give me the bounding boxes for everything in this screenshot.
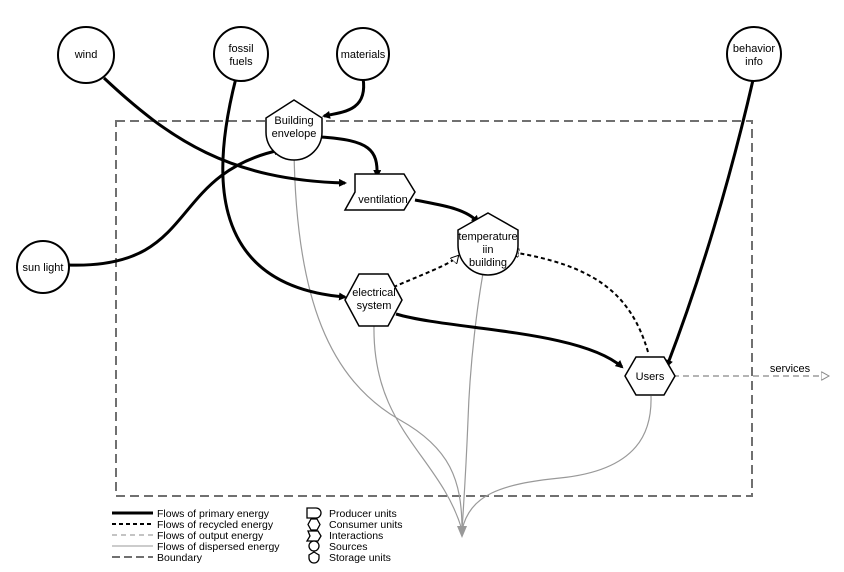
temperature-label-1: temperature bbox=[458, 231, 517, 243]
building-envelope-label-2: envelope bbox=[272, 128, 317, 140]
legend-interactions-label: Interactions bbox=[329, 530, 383, 542]
recycled-electrical-temperature bbox=[386, 256, 458, 291]
primary-flows bbox=[66, 76, 755, 369]
materials-label: materials bbox=[341, 49, 386, 61]
unit-users: Users bbox=[624, 356, 676, 396]
unit-electrical-system: electrical system bbox=[344, 273, 403, 327]
legend-producer-label: Producer units bbox=[329, 508, 397, 520]
wind-label: wind bbox=[74, 49, 98, 61]
electrical-system-label-1: electrical bbox=[352, 287, 395, 299]
electrical-system-label-2: system bbox=[357, 300, 392, 312]
building-envelope-label-1: Building bbox=[274, 115, 313, 127]
flow-ventilation-temperature bbox=[414, 198, 480, 224]
flow-wind-ventilation bbox=[102, 76, 347, 187]
legend-primary-label: Flows of primary energy bbox=[157, 508, 270, 520]
legend-units: Producer units Consumer units Interactio… bbox=[305, 507, 403, 564]
users-label: Users bbox=[636, 371, 665, 383]
legend-flows: Flows of primary energy Flows of recycle… bbox=[112, 508, 280, 564]
unit-ventilation: ventilation bbox=[343, 173, 416, 211]
source-behavior-info: behavior info bbox=[726, 26, 782, 82]
system-boundary bbox=[115, 120, 753, 497]
legend-consumer-label: Consumer units bbox=[329, 519, 403, 531]
legend-dispersed-label: Flows of dispersed energy bbox=[157, 541, 280, 553]
flow-envelope-ventilation bbox=[319, 135, 382, 178]
flow-materials-envelope bbox=[322, 77, 366, 119]
services-label: services bbox=[770, 363, 811, 375]
recycled-flows bbox=[386, 252, 649, 353]
behavior-info-label-1: behavior bbox=[733, 43, 776, 55]
consumer-unit-icon bbox=[307, 518, 321, 531]
legend-storage-label: Storage units bbox=[329, 552, 391, 564]
flow-sunlight-envelope bbox=[66, 147, 282, 267]
flow-electrical-users bbox=[395, 312, 624, 369]
storage-unit-icon bbox=[308, 551, 320, 564]
dispersed-flow-electrical bbox=[373, 324, 463, 531]
sun-light-label: sun light bbox=[23, 262, 64, 274]
source-materials: materials bbox=[336, 27, 390, 81]
unit-building-envelope: Building envelope bbox=[265, 99, 323, 161]
source-icon bbox=[308, 540, 320, 552]
flow-behavior-users bbox=[665, 79, 755, 368]
legend-boundary-label: Boundary bbox=[157, 552, 203, 564]
dispersed-flows bbox=[293, 149, 652, 531]
dispersed-flow-envelope bbox=[293, 149, 463, 531]
producer-unit-icon bbox=[306, 507, 322, 519]
temperature-label-3: building bbox=[469, 257, 507, 269]
source-sun-light: sun light bbox=[16, 240, 70, 294]
fossil-fuels-label-1: fossil bbox=[228, 43, 253, 55]
fossil-fuels-label-2: fuels bbox=[229, 56, 253, 68]
recycled-users-temperature bbox=[512, 252, 649, 353]
dispersed-flow-users bbox=[461, 395, 652, 531]
source-wind: wind bbox=[57, 26, 115, 84]
legend-recycled-label: Flows of recycled energy bbox=[157, 519, 274, 531]
dispersed-arrowhead bbox=[457, 526, 467, 538]
interaction-icon bbox=[305, 530, 322, 542]
flow-fossil-electrical bbox=[221, 77, 347, 301]
dispersed-flow-temperature bbox=[461, 267, 485, 531]
source-fossil-fuels: fossil fuels bbox=[213, 26, 269, 82]
unit-temperature-in-building: temperature iin building bbox=[457, 212, 519, 276]
legend-sources-label: Sources bbox=[329, 541, 368, 553]
legend-output-label: Flows of output energy bbox=[157, 530, 264, 542]
ventilation-label: ventilation bbox=[358, 194, 408, 206]
behavior-info-label-2: info bbox=[745, 56, 763, 68]
temperature-label-2: iin bbox=[482, 244, 493, 256]
